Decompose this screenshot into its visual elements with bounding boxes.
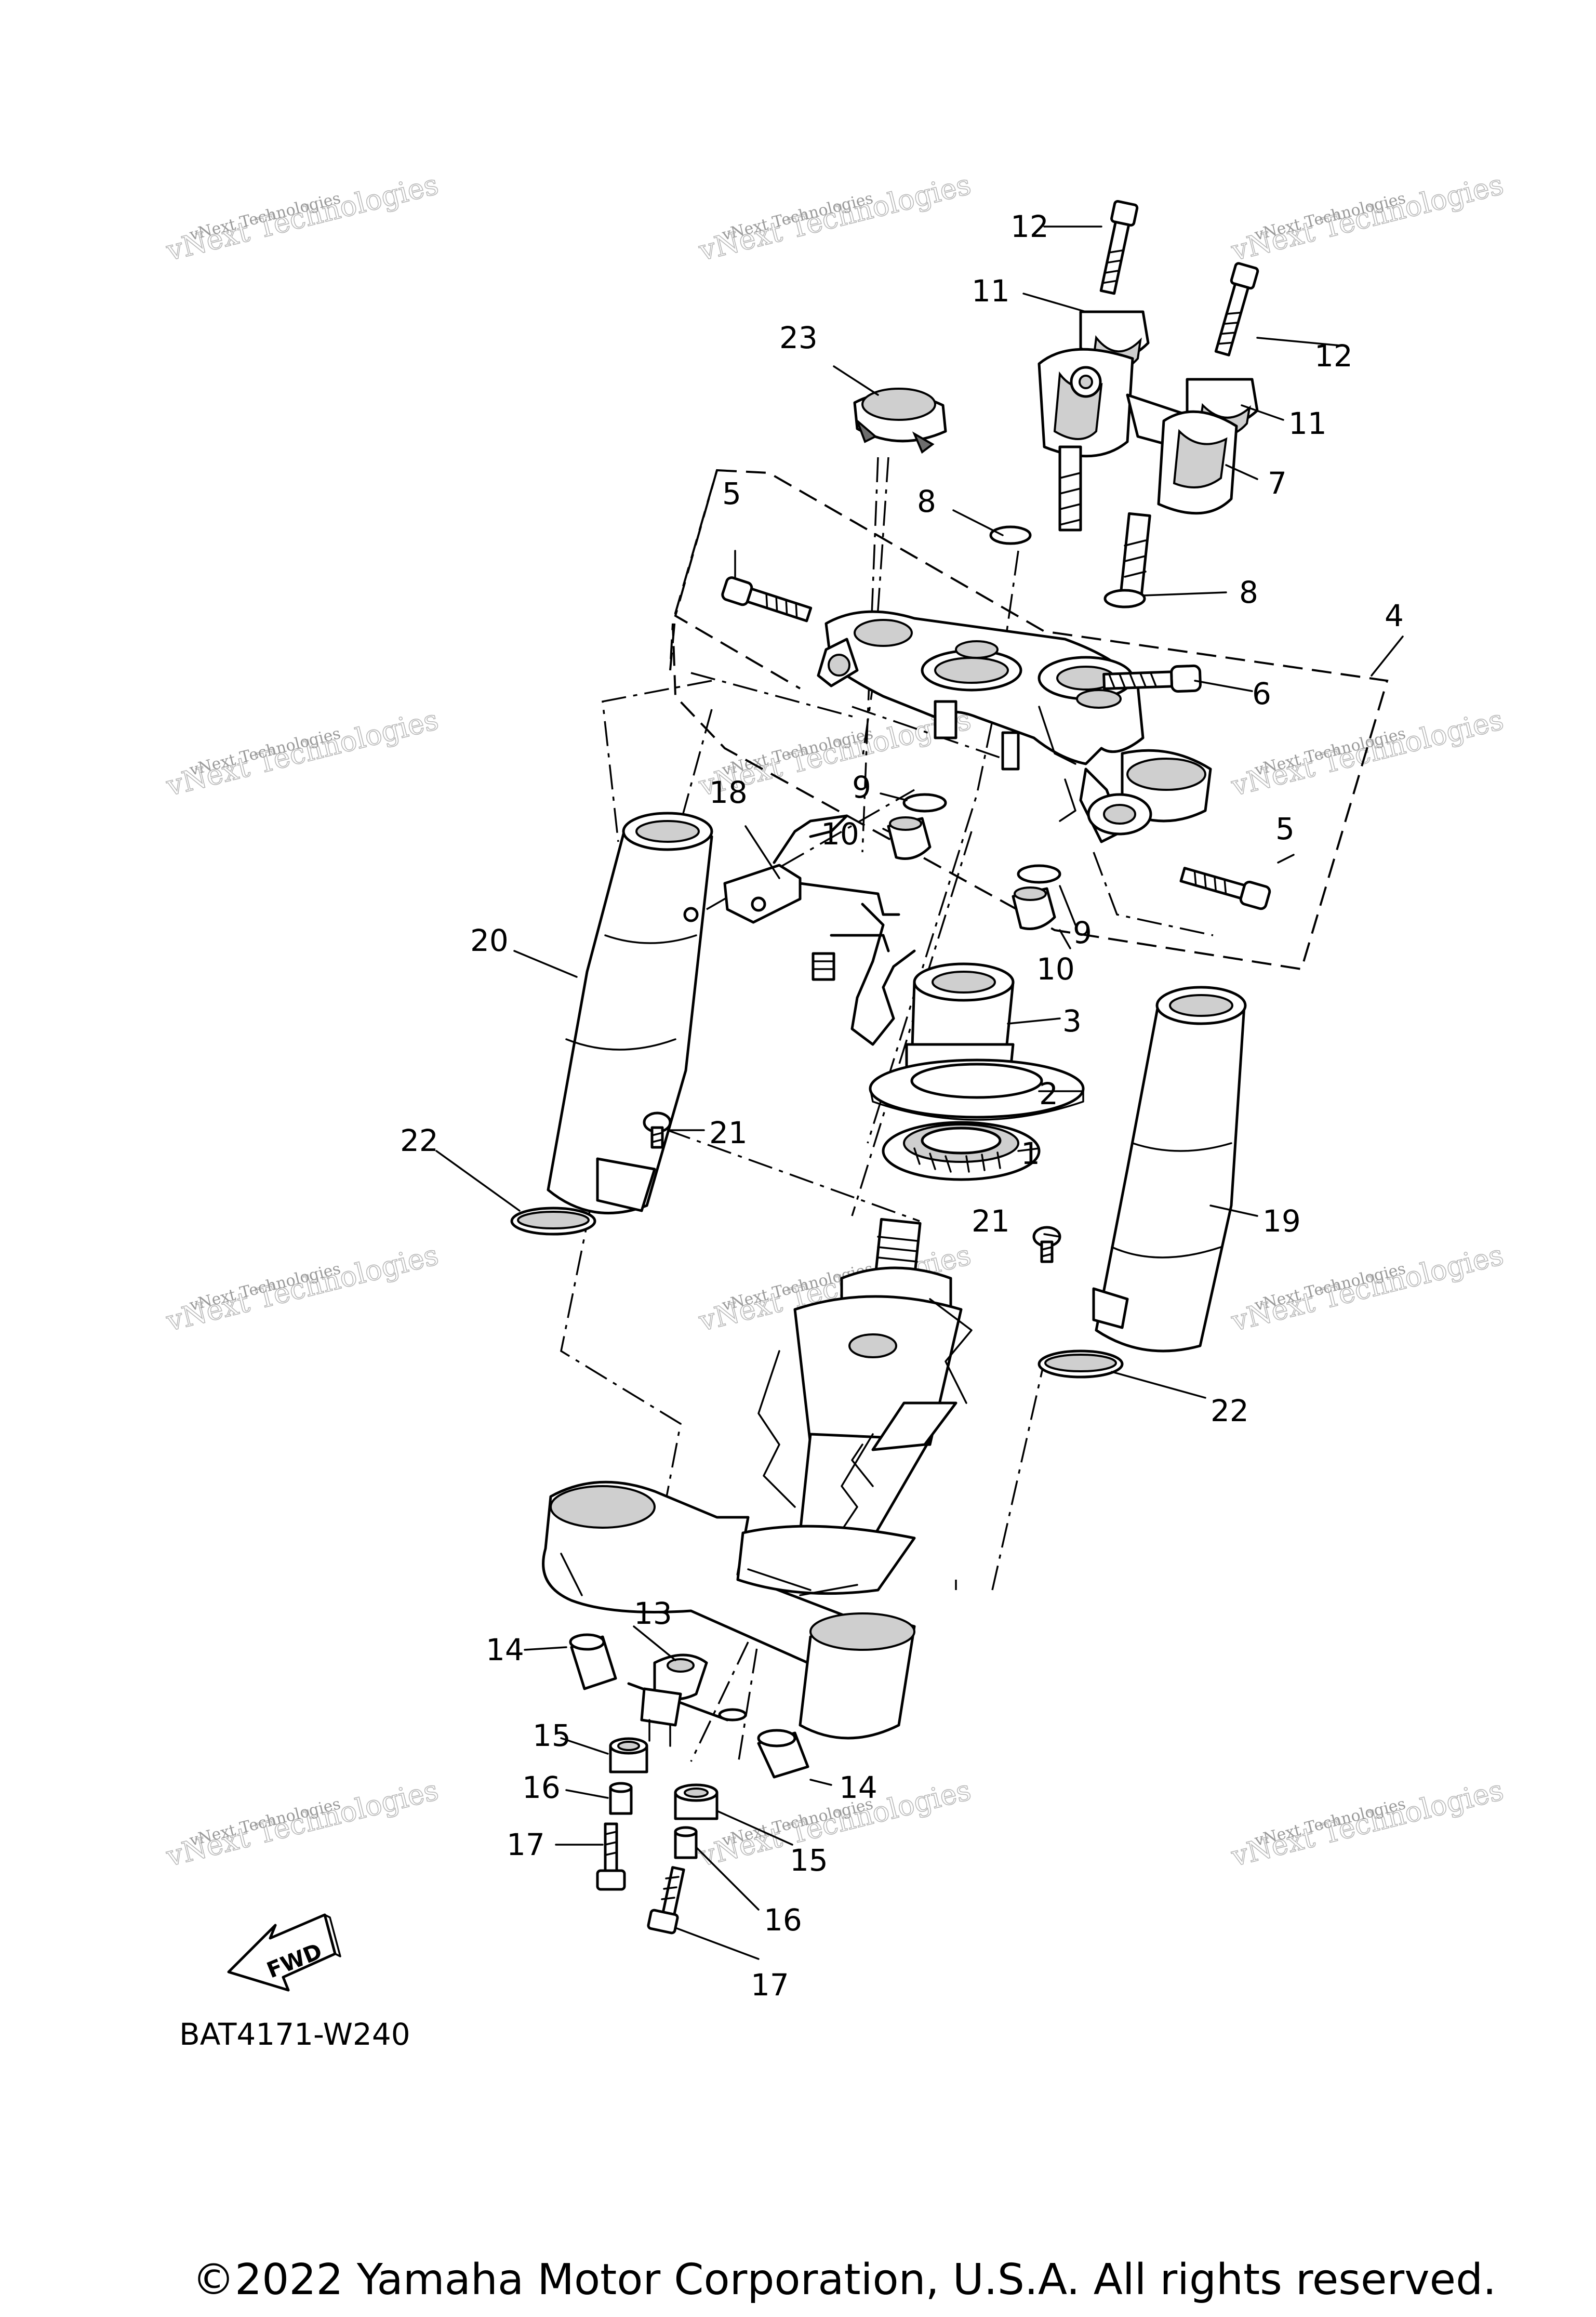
callout-17: 17 — [507, 1827, 545, 1862]
watermark: vNext Technologies vNext Technologies — [162, 167, 442, 268]
bolt-5-lower — [1179, 867, 1271, 910]
watermark-text: vNext Technologies — [695, 1773, 974, 1873]
watermark: vNext Technologies vNext Technologies — [695, 1773, 974, 1873]
callout-13: 13 — [634, 1596, 672, 1631]
watermark-text: vNext Technologies — [1228, 703, 1507, 802]
callout-21: 21 — [709, 1115, 748, 1150]
bearing-race-2 — [869, 1058, 1085, 1121]
brake-hose-holder-13 — [627, 1653, 747, 1747]
callout-20: 20 — [470, 923, 509, 958]
screw-21-left — [643, 1111, 672, 1149]
callout-17: 17 — [751, 1967, 789, 2003]
watermark: vNext Technologies vNext Technologies — [1227, 167, 1507, 268]
callout-9: 9 — [1073, 915, 1092, 950]
watermark: vNext Technologies vNext Technologies — [162, 703, 442, 803]
cable-guide-18 — [723, 814, 916, 1046]
callout-22: 22 — [400, 1123, 438, 1158]
callout-15: 15 — [790, 1843, 828, 1878]
callout-16: 16 — [764, 1902, 802, 1938]
watermark-text: vNext Technologies — [163, 703, 442, 802]
handlebar-lower-holder — [1038, 348, 1238, 600]
callout-14: 14 — [839, 1770, 877, 1805]
watermark: vNext Technologies vNext Technologies — [695, 167, 974, 268]
callout-16: 16 — [522, 1770, 561, 1805]
collar-14-upper — [569, 1633, 617, 1690]
callout-22: 22 — [1211, 1393, 1249, 1428]
collar-14-lower — [757, 1729, 809, 1779]
cap-23 — [853, 388, 947, 454]
screw-21-right — [1032, 1226, 1061, 1263]
washer-8-upper — [989, 525, 1032, 545]
callout-labels: 12 11 23 12 11 7 5 8 8 4 6 9 18 10 5 9 1… — [400, 209, 1404, 2003]
callout-5: 5 — [1275, 811, 1295, 846]
diagram-code: BAT4171-W240 — [179, 2017, 410, 2052]
watermark-text: vNext Technologies — [163, 1238, 442, 1338]
damper-15-right — [674, 1783, 719, 1820]
callout-6: 6 — [1252, 676, 1271, 711]
leader-lines — [435, 226, 1404, 1960]
callout-1: 1 — [1021, 1136, 1040, 1171]
callout-10: 10 — [821, 816, 859, 852]
callout-9: 9 — [852, 770, 871, 805]
nut-10-lower — [1012, 886, 1056, 930]
watermark-text: vNext Technologies — [163, 1773, 442, 1873]
collar-16-right — [674, 1826, 698, 1859]
watermark: vNext Technologies vNext Technologies — [162, 1773, 442, 1873]
washer-9-upper — [902, 793, 947, 813]
watermark: vNext Technologies vNext Technologies — [162, 1238, 442, 1338]
watermark: vNext Technologies vNext Technologies — [1227, 1238, 1507, 1338]
nut-10-upper — [887, 816, 932, 860]
callout-19: 19 — [1262, 1203, 1301, 1239]
callout-5: 5 — [722, 476, 741, 511]
watermark-text: vNext Technologies — [163, 168, 442, 267]
callout-8: 8 — [1239, 575, 1258, 610]
callout-3: 3 — [1062, 1003, 1082, 1039]
callout-2: 2 — [1039, 1076, 1058, 1111]
callout-10: 10 — [1036, 951, 1075, 987]
bolt-5-upper — [721, 576, 813, 623]
bolt-12-top — [1099, 200, 1139, 295]
callout-23: 23 — [779, 320, 818, 355]
watermark-text: vNext Technologies — [1228, 1773, 1507, 1873]
callout-11: 11 — [1288, 406, 1327, 441]
watermark-text: vNext Technologies — [695, 168, 974, 267]
damper-15-left — [609, 1737, 648, 1773]
upper-bracket-assembly-outline-left — [674, 470, 801, 690]
washer-8-lower — [1103, 589, 1146, 608]
lower-bracket — [542, 1217, 973, 1740]
upper-bracket — [817, 610, 1212, 843]
bolt-12-right — [1214, 262, 1259, 356]
watermark: vNext Technologies vNext Technologies — [1227, 1773, 1507, 1873]
callout-21: 21 — [972, 1203, 1010, 1239]
callout-18: 18 — [709, 775, 748, 810]
watermark-text: vNext Technologies — [1228, 168, 1507, 267]
bolt-17-left — [596, 1822, 626, 1891]
bolt-17-right — [647, 1866, 685, 1935]
washer-9-lower — [1017, 864, 1061, 884]
callout-7: 7 — [1268, 466, 1287, 501]
callout-11: 11 — [972, 273, 1010, 309]
callout-8: 8 — [917, 484, 936, 519]
collar-16-left — [609, 1782, 633, 1815]
bolt-6 — [1102, 664, 1202, 693]
fork-tube-20 — [547, 812, 713, 1214]
watermark-text: vNext Technologies — [1228, 1238, 1507, 1338]
fwd-arrow-icon: FWD — [227, 1913, 341, 1992]
callout-15: 15 — [533, 1718, 571, 1753]
fork-tube-19 — [1092, 986, 1247, 1353]
copyright-notice: ©2022 Yamaha Motor Corporation, U.S.A. A… — [192, 2255, 1496, 2305]
bearing-1 — [882, 1121, 1041, 1181]
callout-12: 12 — [1010, 209, 1049, 244]
callout-4: 4 — [1385, 598, 1404, 633]
callout-12: 12 — [1314, 338, 1353, 374]
callout-14: 14 — [486, 1632, 524, 1667]
upper-bracket-assembly-outline — [669, 469, 1389, 971]
